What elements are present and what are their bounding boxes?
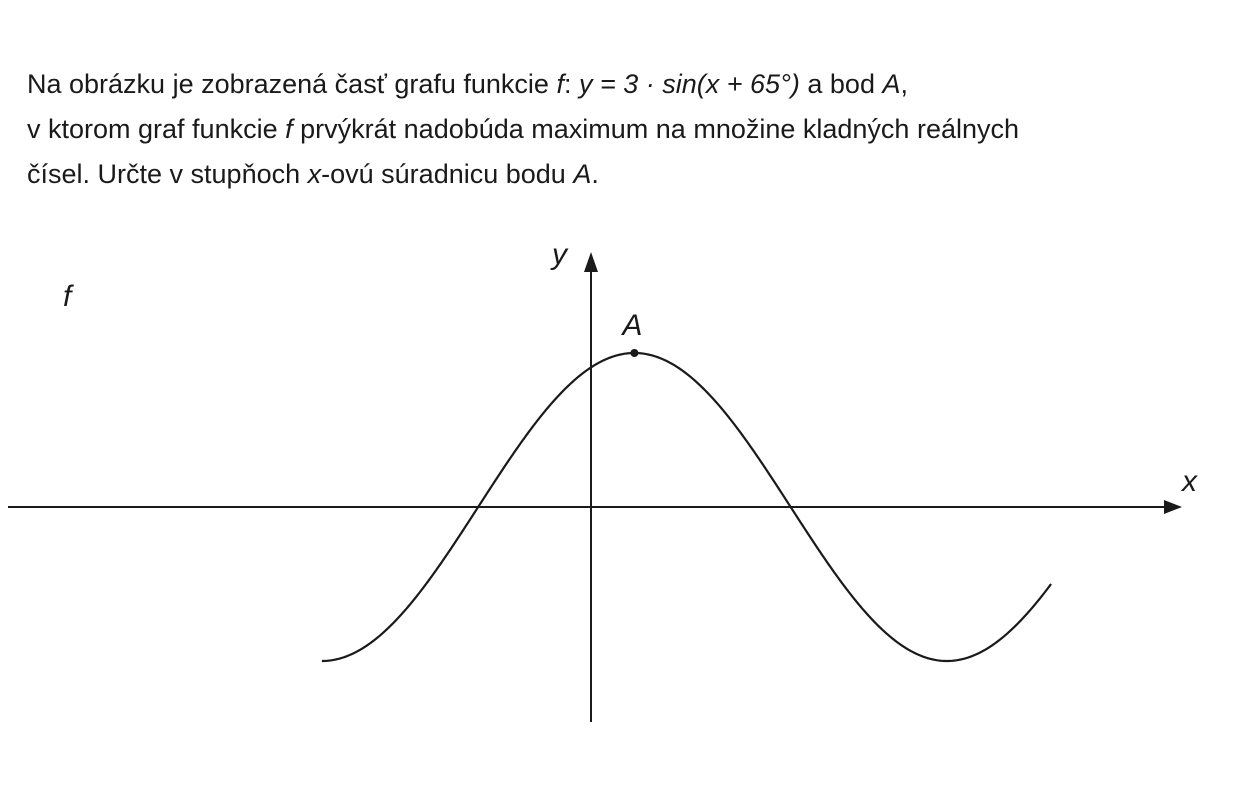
function-name: f <box>556 69 564 99</box>
text: Na obrázku je zobrazená časť grafu funkc… <box>27 69 549 99</box>
problem-line-2: v ktorom graf funkcie f prvýkrát nadobúd… <box>27 107 1227 152</box>
curve-label: f <box>63 280 74 313</box>
text: čísel. Určte v stupňoch <box>27 159 301 189</box>
y-axis-arrow <box>584 252 598 272</box>
y-axis-label: y <box>550 238 569 271</box>
point-name: A <box>573 159 592 189</box>
point-a-marker <box>630 349 639 357</box>
function-formula: y = 3 · sin(x + 65°) <box>578 69 800 99</box>
comma: , <box>900 69 909 99</box>
variable-name: x <box>307 159 322 189</box>
point-a-label: A <box>620 309 642 342</box>
function-name: f <box>285 114 293 144</box>
problem-text: Na obrázku je zobrazená časť grafu funkc… <box>27 62 1227 197</box>
text: prvýkrát nadobúda maximum na množine kla… <box>300 114 1020 144</box>
problem-line-1: Na obrázku je zobrazená časť grafu funkc… <box>27 62 1227 107</box>
text: a bod <box>807 69 875 99</box>
x-axis-arrow <box>1164 500 1182 514</box>
text: -ovú súradnicu bodu <box>321 159 566 189</box>
colon: : <box>563 69 572 99</box>
period: . <box>591 159 599 189</box>
text: v ktorom graf funkcie <box>27 114 278 144</box>
problem-line-3: čísel. Určte v stupňoch x-ovú súradnicu … <box>27 152 1227 197</box>
function-curve <box>321 351 1052 663</box>
point-name: A <box>882 69 901 99</box>
x-axis-label: x <box>1180 465 1198 498</box>
